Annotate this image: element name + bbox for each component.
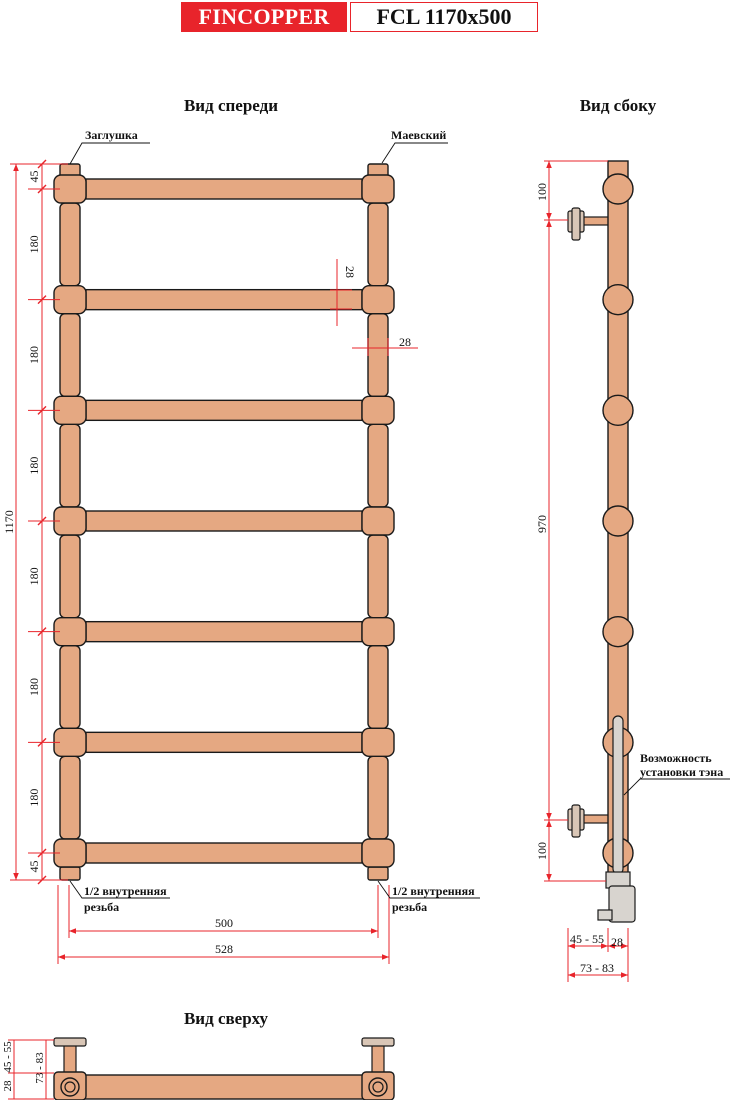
depth-total-text: 73 - 83 [580,961,614,975]
brand-label: FINCOPPER [181,2,347,32]
top-mount-left [53,1037,87,1076]
total-height-text: 1170 [2,510,16,534]
side-rung-sections [602,173,634,869]
front-riser-segment [367,202,389,287]
side-bottom-text: 100 [535,842,549,860]
side-pipe-text: 28 [611,935,623,949]
top-73-83-text: 73 - 83 [34,1052,46,1084]
bottom-offset-text: 45 [27,861,41,873]
front-joint [361,174,395,204]
top-mount-right [361,1037,395,1076]
heater-element [597,715,636,923]
top-wall-mount [567,207,610,241]
plug-leader [69,142,150,165]
wall-offset-text: 45 - 55 [570,932,604,946]
front-rung [85,178,363,200]
front-riser-segment [367,755,389,840]
rung-spacing-text: 180 [27,789,41,807]
top-28-text: 28 [2,1080,14,1092]
top-view [53,1037,395,1100]
front-rung [85,399,363,422]
front-riser-segment [59,755,81,840]
front-rung [85,620,363,643]
front-riser-segment [59,423,81,508]
riser-diameter-text: 28 [399,335,411,349]
side-rung-section [602,173,634,205]
front-rung [85,288,363,311]
front-riser-segment [59,866,81,881]
width-total-text: 528 [215,942,233,956]
heater-leader [623,778,730,796]
front-view-title: Вид спереди [184,96,278,115]
front-riser-segment [367,644,389,730]
mayevsky-leader [381,142,448,164]
thread-leader-left [69,880,170,899]
side-dimensions [544,160,629,982]
side-top-text: 100 [535,183,549,201]
side-view: Возможность установки тэна [567,160,730,923]
front-riser-segment [59,534,81,619]
front-riser-segment [367,312,389,398]
top-port-left-inner [64,1081,76,1093]
top-view-title: Вид сверху [184,1009,269,1028]
rung-spacing-text: 180 [27,457,41,475]
thread-label-left-2: резьба [84,900,119,914]
front-joint [361,616,395,647]
front-joint [361,506,395,536]
side-mid-text: 970 [535,515,549,533]
heater-label-2: установки тэна [640,765,723,779]
front-joint [361,395,395,426]
rung-spacing-text: 180 [27,567,41,585]
mayevsky-label: Маевский [391,128,446,142]
thread-label-left-1: 1/2 внутренняя [84,884,167,898]
side-rung-section [602,615,634,648]
thread-label-right-2: резьба [392,900,427,914]
spacing-ticks [28,159,60,885]
side-view-title: Вид сбоку [580,96,657,115]
front-riser-segment [367,866,389,881]
top-45-55-text: 45 - 55 [2,1041,14,1073]
front-joint [361,838,395,868]
bottom-wall-mount [567,804,610,838]
side-rung-section [602,505,634,537]
front-rung [85,510,363,532]
heater-label-1: Возможность [640,751,712,765]
front-riser-segment [367,423,389,508]
front-joint [361,284,395,315]
front-risers [59,163,389,881]
front-rungs [85,178,363,864]
top-dimensions [8,1039,54,1100]
top-offset-text: 45 [27,171,41,183]
front-riser-segment [59,644,81,730]
front-riser-segment [367,534,389,619]
width-centers-text: 500 [215,916,233,930]
side-rung-section [602,394,634,427]
rung-spacing-text: 180 [27,678,41,696]
thread-leader-right [377,880,480,899]
front-joint [361,727,395,758]
rung-diameter-text: 28 [343,266,357,278]
front-riser-segment [59,202,81,287]
model-label: FCL 1170x500 [350,2,538,32]
side-rung-section [602,283,634,316]
spacing-texts: 45 180 180 180 180 180 180 45 [27,171,41,873]
top-rung [69,1074,379,1100]
rung-spacing-text: 180 [27,346,41,364]
top-port-right-inner [372,1081,384,1093]
plug-label: Заглушка [85,128,138,142]
rung-spacing-text: 180 [27,235,41,253]
front-rung [85,731,363,754]
thread-label-right-1: 1/2 внутренняя [392,884,475,898]
front-rung [85,842,363,864]
front-riser-segment [59,312,81,398]
